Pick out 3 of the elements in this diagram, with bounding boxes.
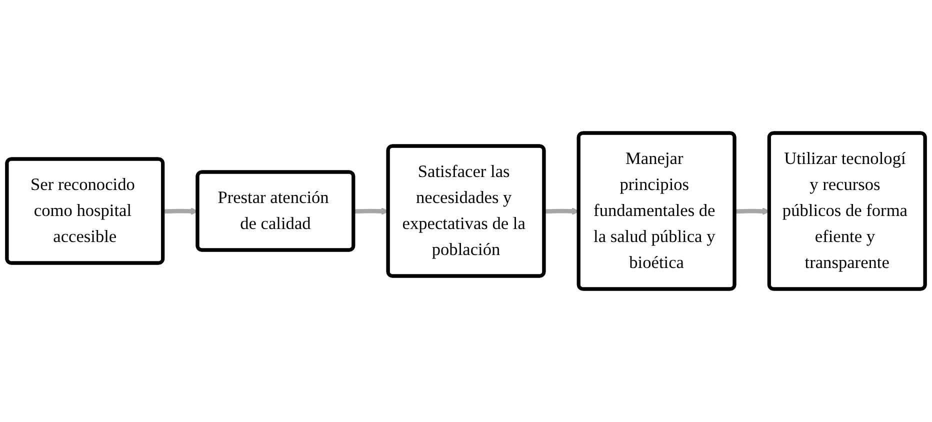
arrow [734, 207, 770, 216]
arrow [544, 207, 580, 216]
arrow [354, 207, 389, 216]
